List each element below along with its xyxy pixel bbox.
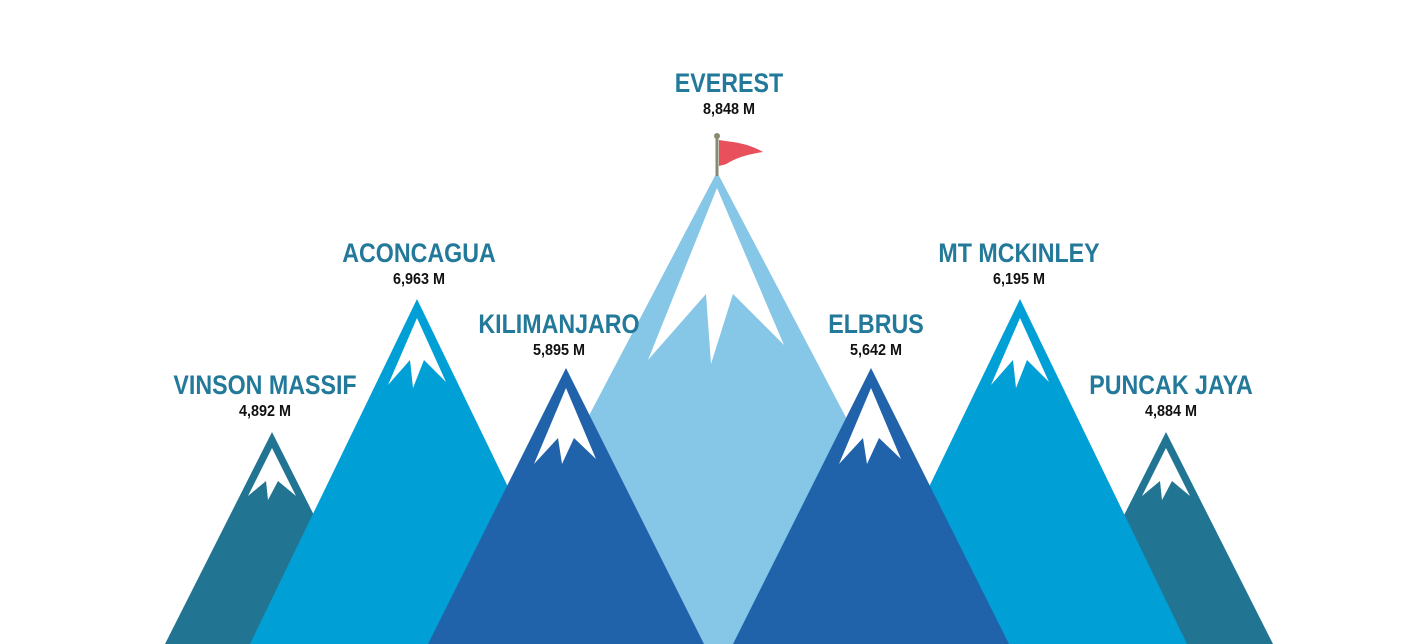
mountain-name: MT MCKINLEY: [938, 238, 1100, 268]
mountain-height: 6,195 M: [992, 271, 1046, 288]
label-puncak-jaya: PUNCAK JAYA 4,884 M: [1076, 370, 1266, 422]
flag-cloth-icon: [719, 140, 763, 166]
mountain-kilimanjaro-snow: [534, 388, 596, 464]
label-aconcagua: ACONCAGUA 6,963 M: [330, 238, 509, 290]
mountain-mt-mckinley-snow: [991, 318, 1049, 388]
label-elbrus: ELBRUS 5,642 M: [820, 309, 931, 361]
mountain-vinson-massif-snow: [248, 448, 296, 500]
mountain-kilimanjaro: [428, 368, 704, 644]
label-everest: EVEREST 8,848 M: [666, 68, 792, 120]
mountain-height: 6,963 M: [392, 271, 446, 288]
mountain-name: ELBRUS: [828, 309, 924, 339]
mountain-height: 4,884 M: [1144, 403, 1198, 420]
mountain-kilimanjaro-body: [428, 368, 704, 644]
summit-flag: [714, 133, 763, 176]
mountain-height: 8,848 M: [702, 101, 756, 118]
mountain-aconcagua-snow: [388, 318, 446, 388]
flag-pole-knob: [714, 133, 720, 139]
label-vinson-massif: VINSON MASSIF 4,892 M: [158, 370, 371, 422]
mountain-puncak-jaya-snow: [1142, 448, 1190, 500]
mountain-name: KILIMANJARO: [478, 309, 640, 339]
mountain-name: PUNCAK JAYA: [1089, 370, 1253, 400]
mountain-height: 4,892 M: [238, 403, 292, 420]
mountain-name: EVEREST: [674, 68, 784, 98]
mountain-height: 5,642 M: [849, 342, 903, 359]
mountain-name: ACONCAGUA: [342, 238, 496, 268]
mountain-height: 5,895 M: [532, 342, 586, 359]
mountain-elbrus-snow: [839, 388, 901, 464]
mountain-elbrus: [733, 368, 1009, 644]
mountain-elbrus-body: [733, 368, 1009, 644]
mountain-name: VINSON MASSIF: [173, 370, 357, 400]
label-mt-mckinley: MT MCKINLEY 6,195 M: [925, 238, 1112, 290]
label-kilimanjaro: KILIMANJARO 5,895 M: [465, 309, 653, 361]
mountain-everest-snow: [648, 188, 784, 364]
